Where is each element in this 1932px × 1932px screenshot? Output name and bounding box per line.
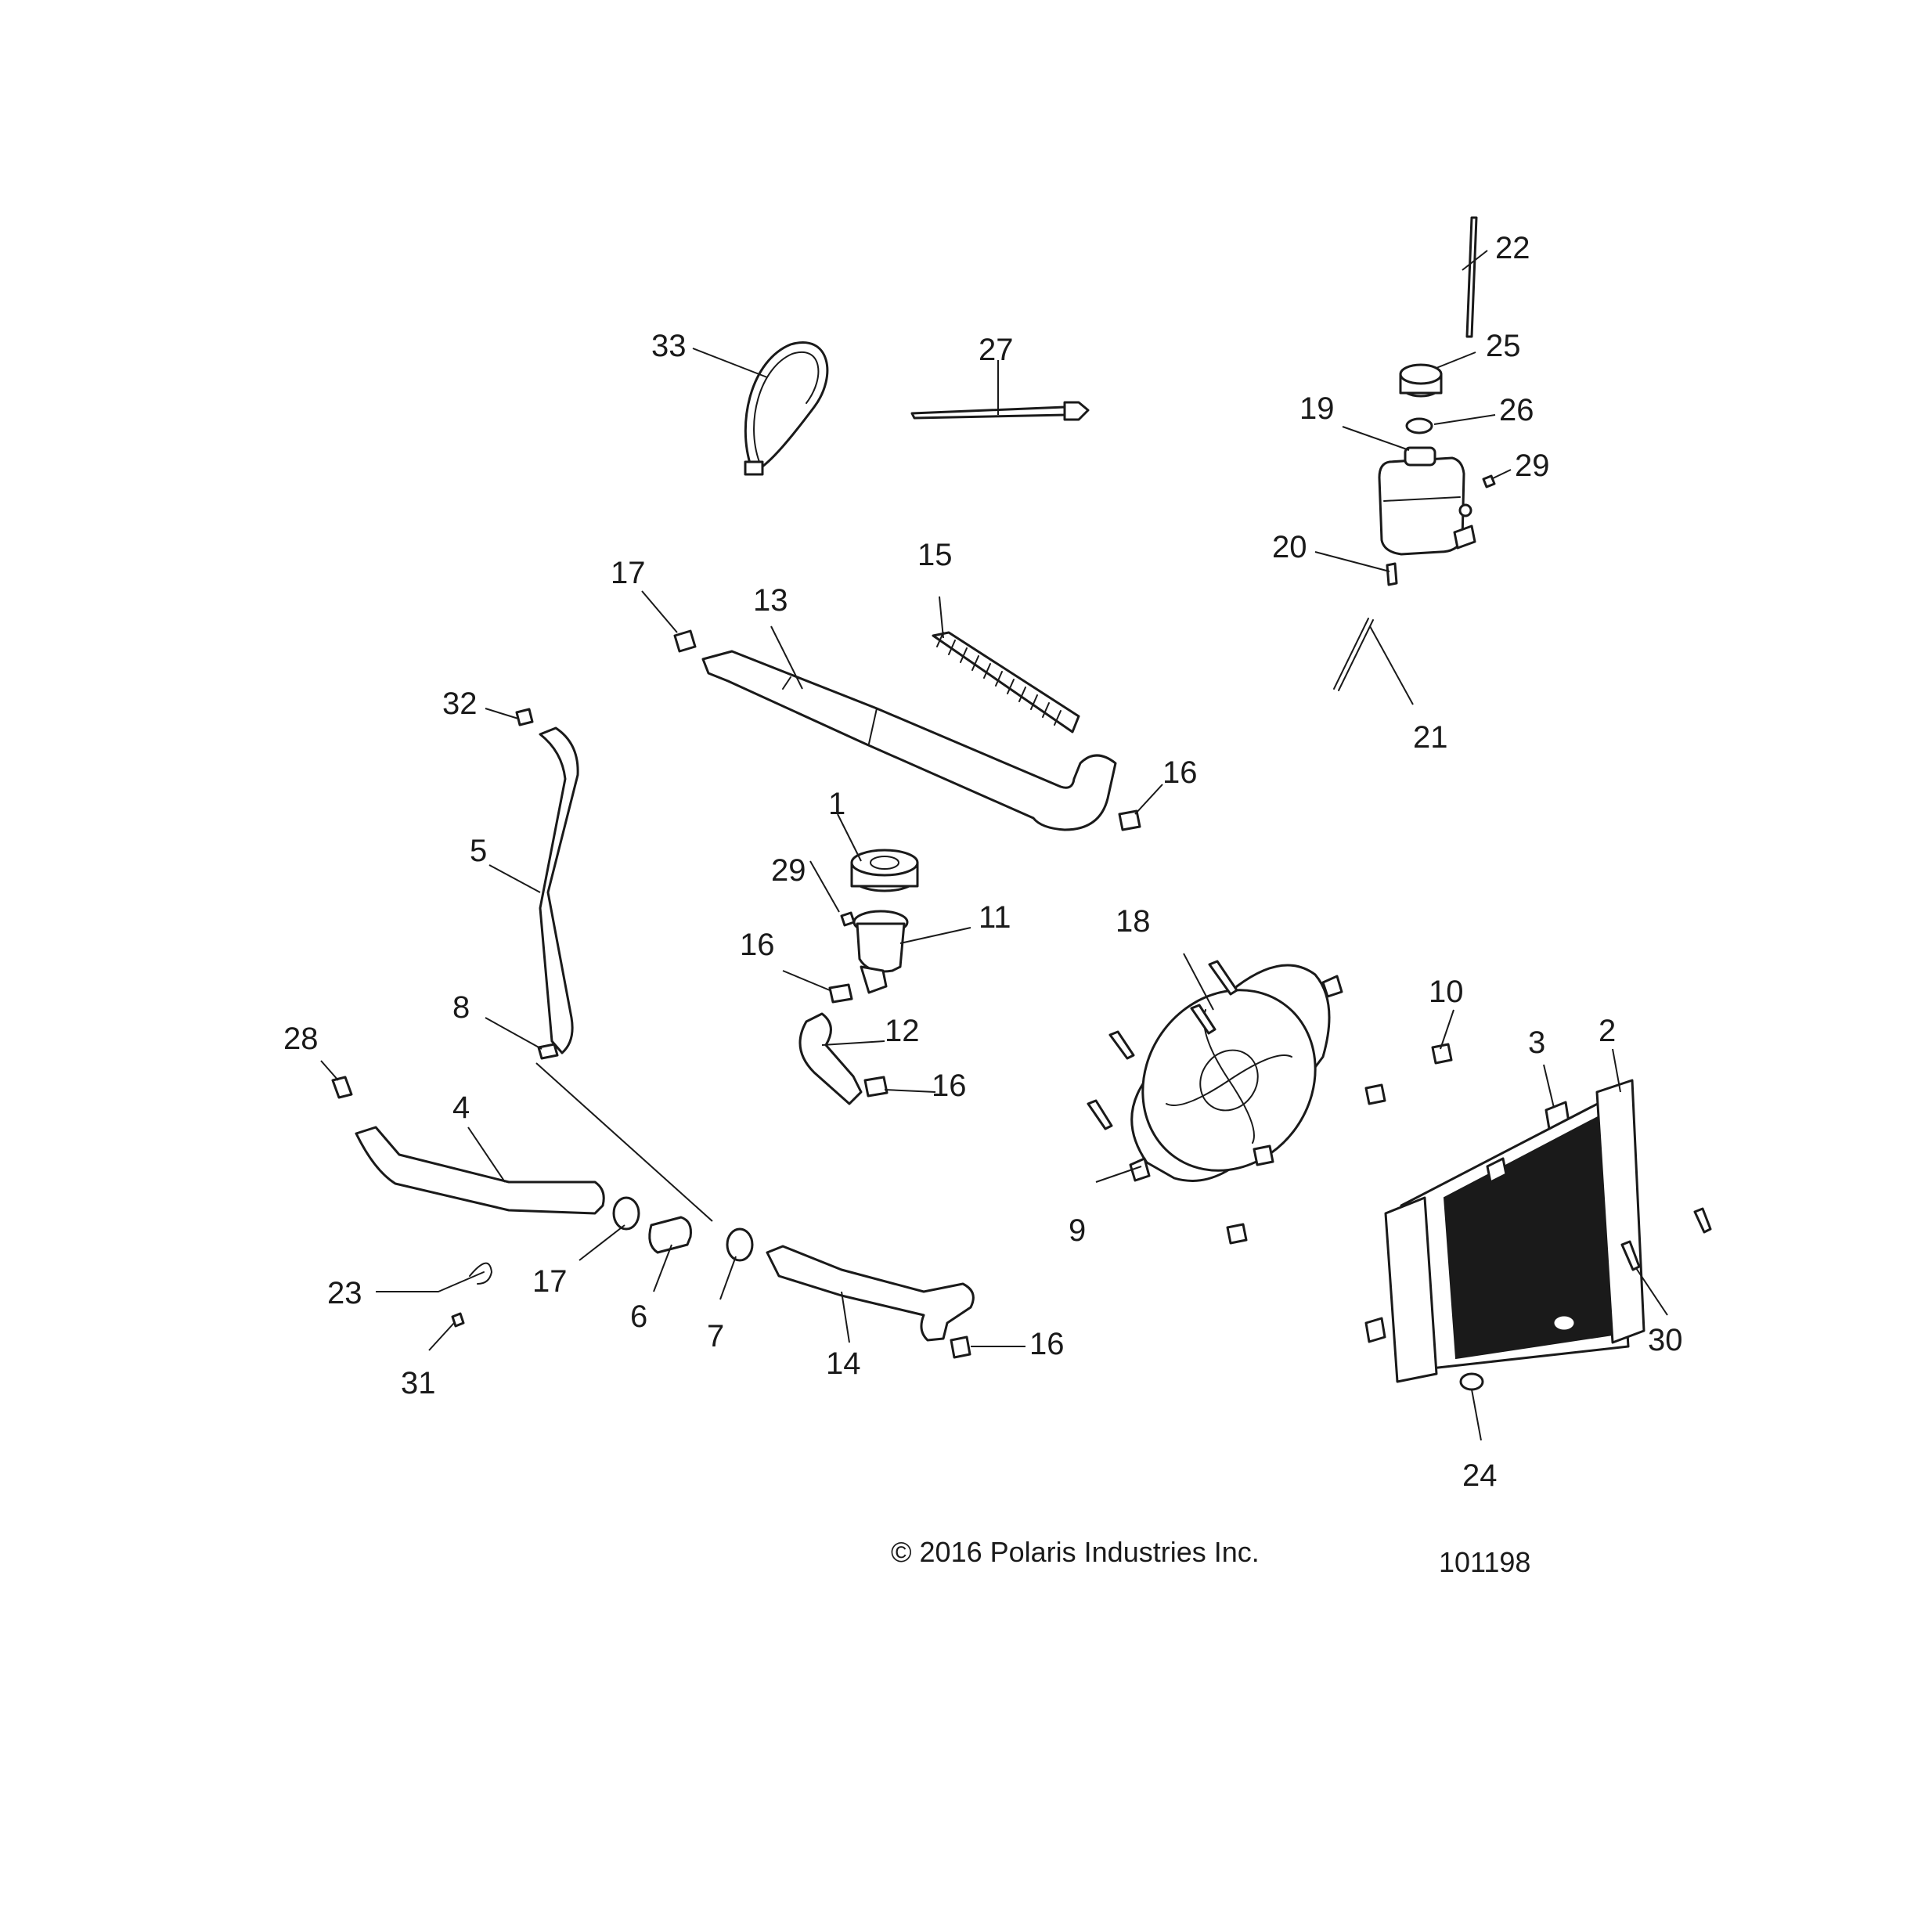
- fitting-part: [331, 1076, 353, 1099]
- cooling-fan-part: [1129, 964, 1343, 1182]
- callout-32: 32: [442, 687, 478, 721]
- hose-clamp-part: [828, 983, 853, 1004]
- grommet-part: [1459, 1372, 1484, 1391]
- callout-29a: 29: [1515, 449, 1550, 483]
- callout-13: 13: [753, 583, 788, 618]
- callout-14: 14: [826, 1346, 861, 1381]
- o-ring-part: [1405, 417, 1433, 434]
- copyright-text: © 2016 Polaris Industries Inc.: [891, 1536, 1260, 1568]
- connector-tube-part: [648, 1216, 692, 1254]
- hose-clamp-part: [1118, 809, 1141, 831]
- callout-16b: 16: [740, 928, 775, 962]
- callout-28: 28: [283, 1022, 319, 1056]
- screw-part: [840, 911, 856, 927]
- cable-tie-part: [910, 401, 1090, 421]
- callout-21: 21: [1413, 720, 1448, 755]
- callout-9: 9: [1069, 1213, 1086, 1248]
- bypass-hose-part: [539, 726, 579, 1054]
- hose-clamp-part: [673, 629, 697, 653]
- leader-lines: [320, 250, 1668, 1441]
- grommet-part: [1226, 1223, 1248, 1245]
- callout-17b: 17: [532, 1264, 568, 1299]
- upper-radiator-hose-part: [701, 650, 1117, 831]
- callout-18: 18: [1116, 904, 1151, 939]
- callout-16d: 16: [1029, 1327, 1065, 1361]
- fitting-part: [1386, 562, 1398, 586]
- callout-25: 25: [1486, 329, 1521, 363]
- hose-clamp-part: [537, 1043, 559, 1060]
- callout-10: 10: [1429, 975, 1464, 1009]
- filler-neck-part: [852, 910, 909, 994]
- callout-22: 22: [1495, 231, 1530, 265]
- callout-8: 8: [452, 990, 470, 1025]
- hose-clamp-part: [863, 1076, 889, 1098]
- grommet-part: [1253, 1144, 1274, 1166]
- reservoir-cap-part: [1399, 363, 1443, 398]
- callout-19: 19: [1299, 391, 1335, 426]
- callout-23: 23: [327, 1276, 362, 1310]
- lower-hose-part: [355, 1126, 605, 1215]
- bolt-part: [1620, 1240, 1641, 1271]
- callout-labels: 1 2 3 4 5 6 7 8 9 10 11 12 13 14 15 16 1…: [283, 231, 1683, 1493]
- screw-part: [451, 1312, 465, 1328]
- hose-clamp-part: [612, 1196, 640, 1231]
- callout-27: 27: [979, 333, 1014, 367]
- hose-clamp-part: [950, 1335, 971, 1359]
- callout-16a: 16: [1162, 755, 1198, 790]
- callout-11: 11: [979, 900, 1011, 935]
- callout-3: 3: [1528, 1025, 1545, 1060]
- radiator-part: [1364, 1079, 1645, 1383]
- hose-spring-part: [932, 631, 1080, 734]
- callout-1: 1: [828, 787, 845, 821]
- bolt-part: [1087, 1099, 1113, 1130]
- callout-24: 24: [1462, 1458, 1498, 1493]
- vent-tube-part: [1465, 216, 1478, 338]
- callout-2: 2: [1599, 1014, 1616, 1048]
- callout-6: 6: [630, 1299, 647, 1334]
- strap-loop-part: [744, 341, 829, 476]
- coolant-reservoir-part: [1378, 446, 1476, 556]
- bolt-part: [1208, 960, 1238, 996]
- grommet-part: [1364, 1083, 1386, 1105]
- callout-17a: 17: [611, 556, 646, 590]
- retaining-pin-part: [438, 1262, 493, 1292]
- callout-5: 5: [470, 834, 487, 868]
- return-hose-part: [766, 1245, 975, 1342]
- overflow-hose-part: [1333, 618, 1374, 691]
- grommet-part: [1431, 1043, 1453, 1065]
- filler-hose-part: [798, 1012, 863, 1105]
- bolt-part: [1190, 1004, 1217, 1035]
- hose-clamp-part: [726, 1227, 754, 1262]
- grommet-part: [1552, 1314, 1577, 1332]
- bolt-part: [1108, 1030, 1135, 1060]
- hose-clamp-part: [515, 708, 534, 726]
- callout-20: 20: [1272, 530, 1307, 564]
- callout-26: 26: [1499, 393, 1534, 427]
- callout-33: 33: [651, 329, 687, 363]
- callout-15: 15: [917, 538, 953, 572]
- callout-29b: 29: [771, 853, 806, 888]
- callout-7: 7: [707, 1319, 724, 1353]
- bolt-part: [1693, 1207, 1712, 1234]
- callout-30: 30: [1648, 1323, 1683, 1357]
- diagram-number: 101198: [1439, 1546, 1530, 1578]
- radiator-cap-part: [850, 849, 919, 892]
- callout-12: 12: [885, 1014, 920, 1048]
- callout-16c: 16: [932, 1069, 967, 1103]
- screw-part: [1458, 503, 1472, 517]
- callout-4: 4: [452, 1090, 470, 1125]
- callout-31: 31: [401, 1366, 436, 1400]
